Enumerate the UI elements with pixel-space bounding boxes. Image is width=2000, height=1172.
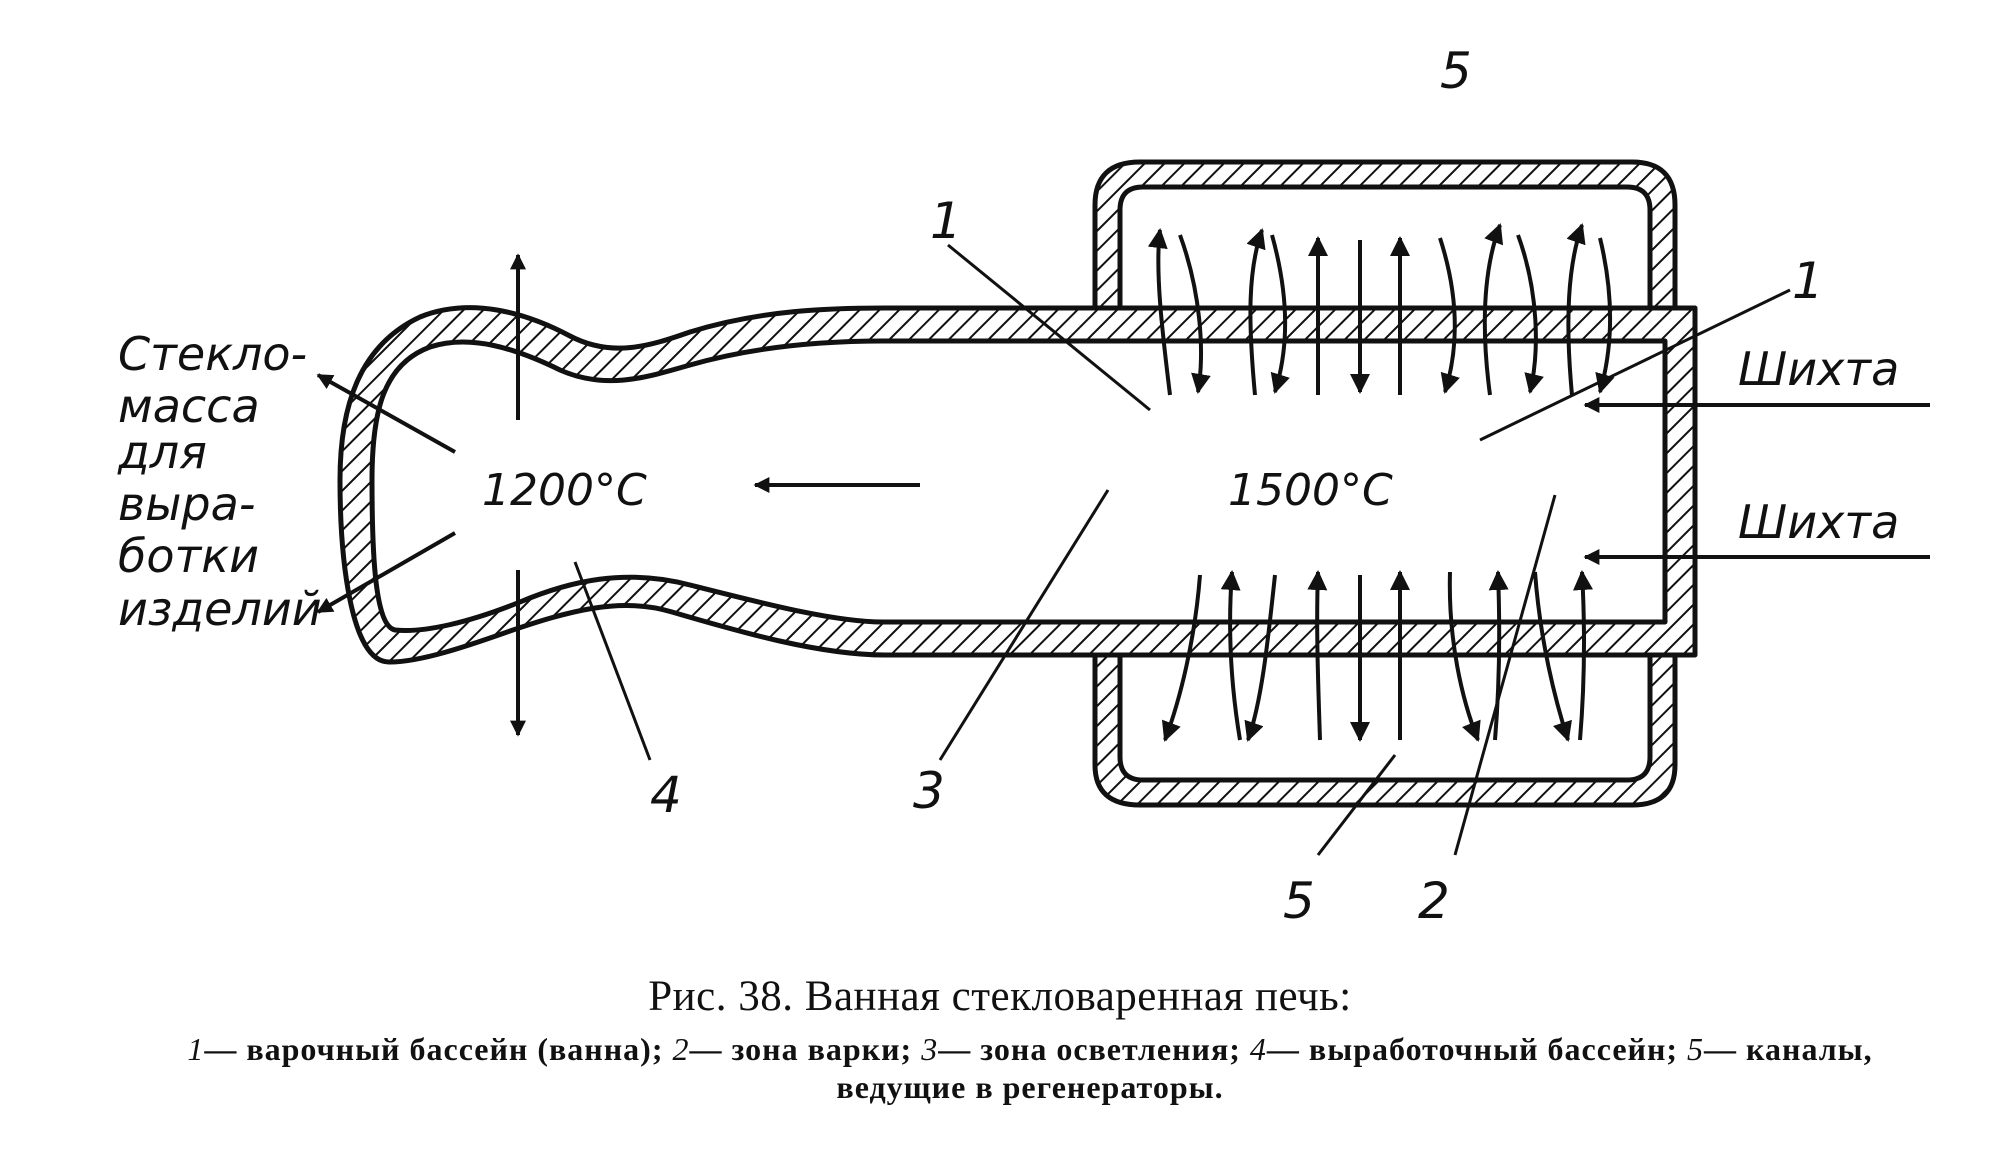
- figure-legend: 1— варочный бассейн (ванна); 2— зона вар…: [130, 1030, 1930, 1106]
- label-num-1-right: 1: [1792, 252, 1824, 310]
- glass-outlet-arrows: [316, 373, 456, 614]
- legend-num: 3: [921, 1031, 939, 1067]
- legend-text: — варочный бассейн (ванна);: [204, 1031, 664, 1067]
- glass-outlet-line-3: для: [117, 425, 207, 479]
- legend-item: 1— варочный бассейн (ванна);: [187, 1031, 663, 1067]
- glass-outlet-line-2: масса: [118, 379, 260, 433]
- label-num-4: 4: [650, 766, 682, 824]
- legend-item: 4— выработочный бассейн;: [1250, 1031, 1678, 1067]
- legend-item: 3— зона осветления;: [921, 1031, 1241, 1067]
- leader-lines: [573, 243, 1791, 856]
- glass-outlet-line-6: изделий: [118, 582, 322, 636]
- legend-item: 2— зона варки;: [672, 1031, 912, 1067]
- legend-item: 5— каналы, ведущие в регенераторы.: [836, 1031, 1872, 1105]
- legend-num: 1: [187, 1031, 205, 1067]
- furnace-wall: [337, 305, 1698, 665]
- label-num-1: 1: [930, 192, 962, 250]
- legend-text: — каналы, ведущие в регенераторы.: [836, 1031, 1873, 1105]
- legend-text: — зона варки;: [689, 1031, 913, 1067]
- charge-inlet-arrows: [1583, 397, 1930, 565]
- glass-outlet-line-1: Стекло-: [118, 327, 307, 381]
- temp-working-basin: 1200°C: [482, 465, 647, 516]
- legend-text: — выработочный бассейн;: [1266, 1031, 1679, 1067]
- flow-arrows-top: [1147, 223, 1615, 396]
- figure-caption: Рис. 38. Ванная стекловаренная печь:: [648, 973, 1352, 1020]
- legend-text: — зона осветления;: [938, 1031, 1241, 1067]
- glass-outlet-label: Стекло- масса для выра- ботки изделий: [117, 327, 322, 636]
- glass-outlet-line-5: ботки: [118, 529, 259, 583]
- legend-num: 5: [1687, 1031, 1705, 1067]
- temp-melting-zone: 1500°C: [1228, 465, 1393, 516]
- charge-label-bottom: Шихта: [1738, 495, 1899, 549]
- label-num-5-top: 5: [1440, 42, 1472, 100]
- label-num-5-bottom: 5: [1283, 872, 1315, 930]
- label-num-2: 2: [1418, 872, 1450, 930]
- charge-label-top: Шихта: [1738, 342, 1899, 396]
- flow-arrows-bottom: [1161, 570, 1594, 742]
- glass-outlet-line-4: выра-: [118, 477, 255, 531]
- regenerator-channel-bottom: [1092, 647, 1678, 808]
- legend-num: 4: [1249, 1031, 1267, 1067]
- label-num-3: 3: [913, 762, 945, 820]
- legend-num: 2: [672, 1031, 690, 1067]
